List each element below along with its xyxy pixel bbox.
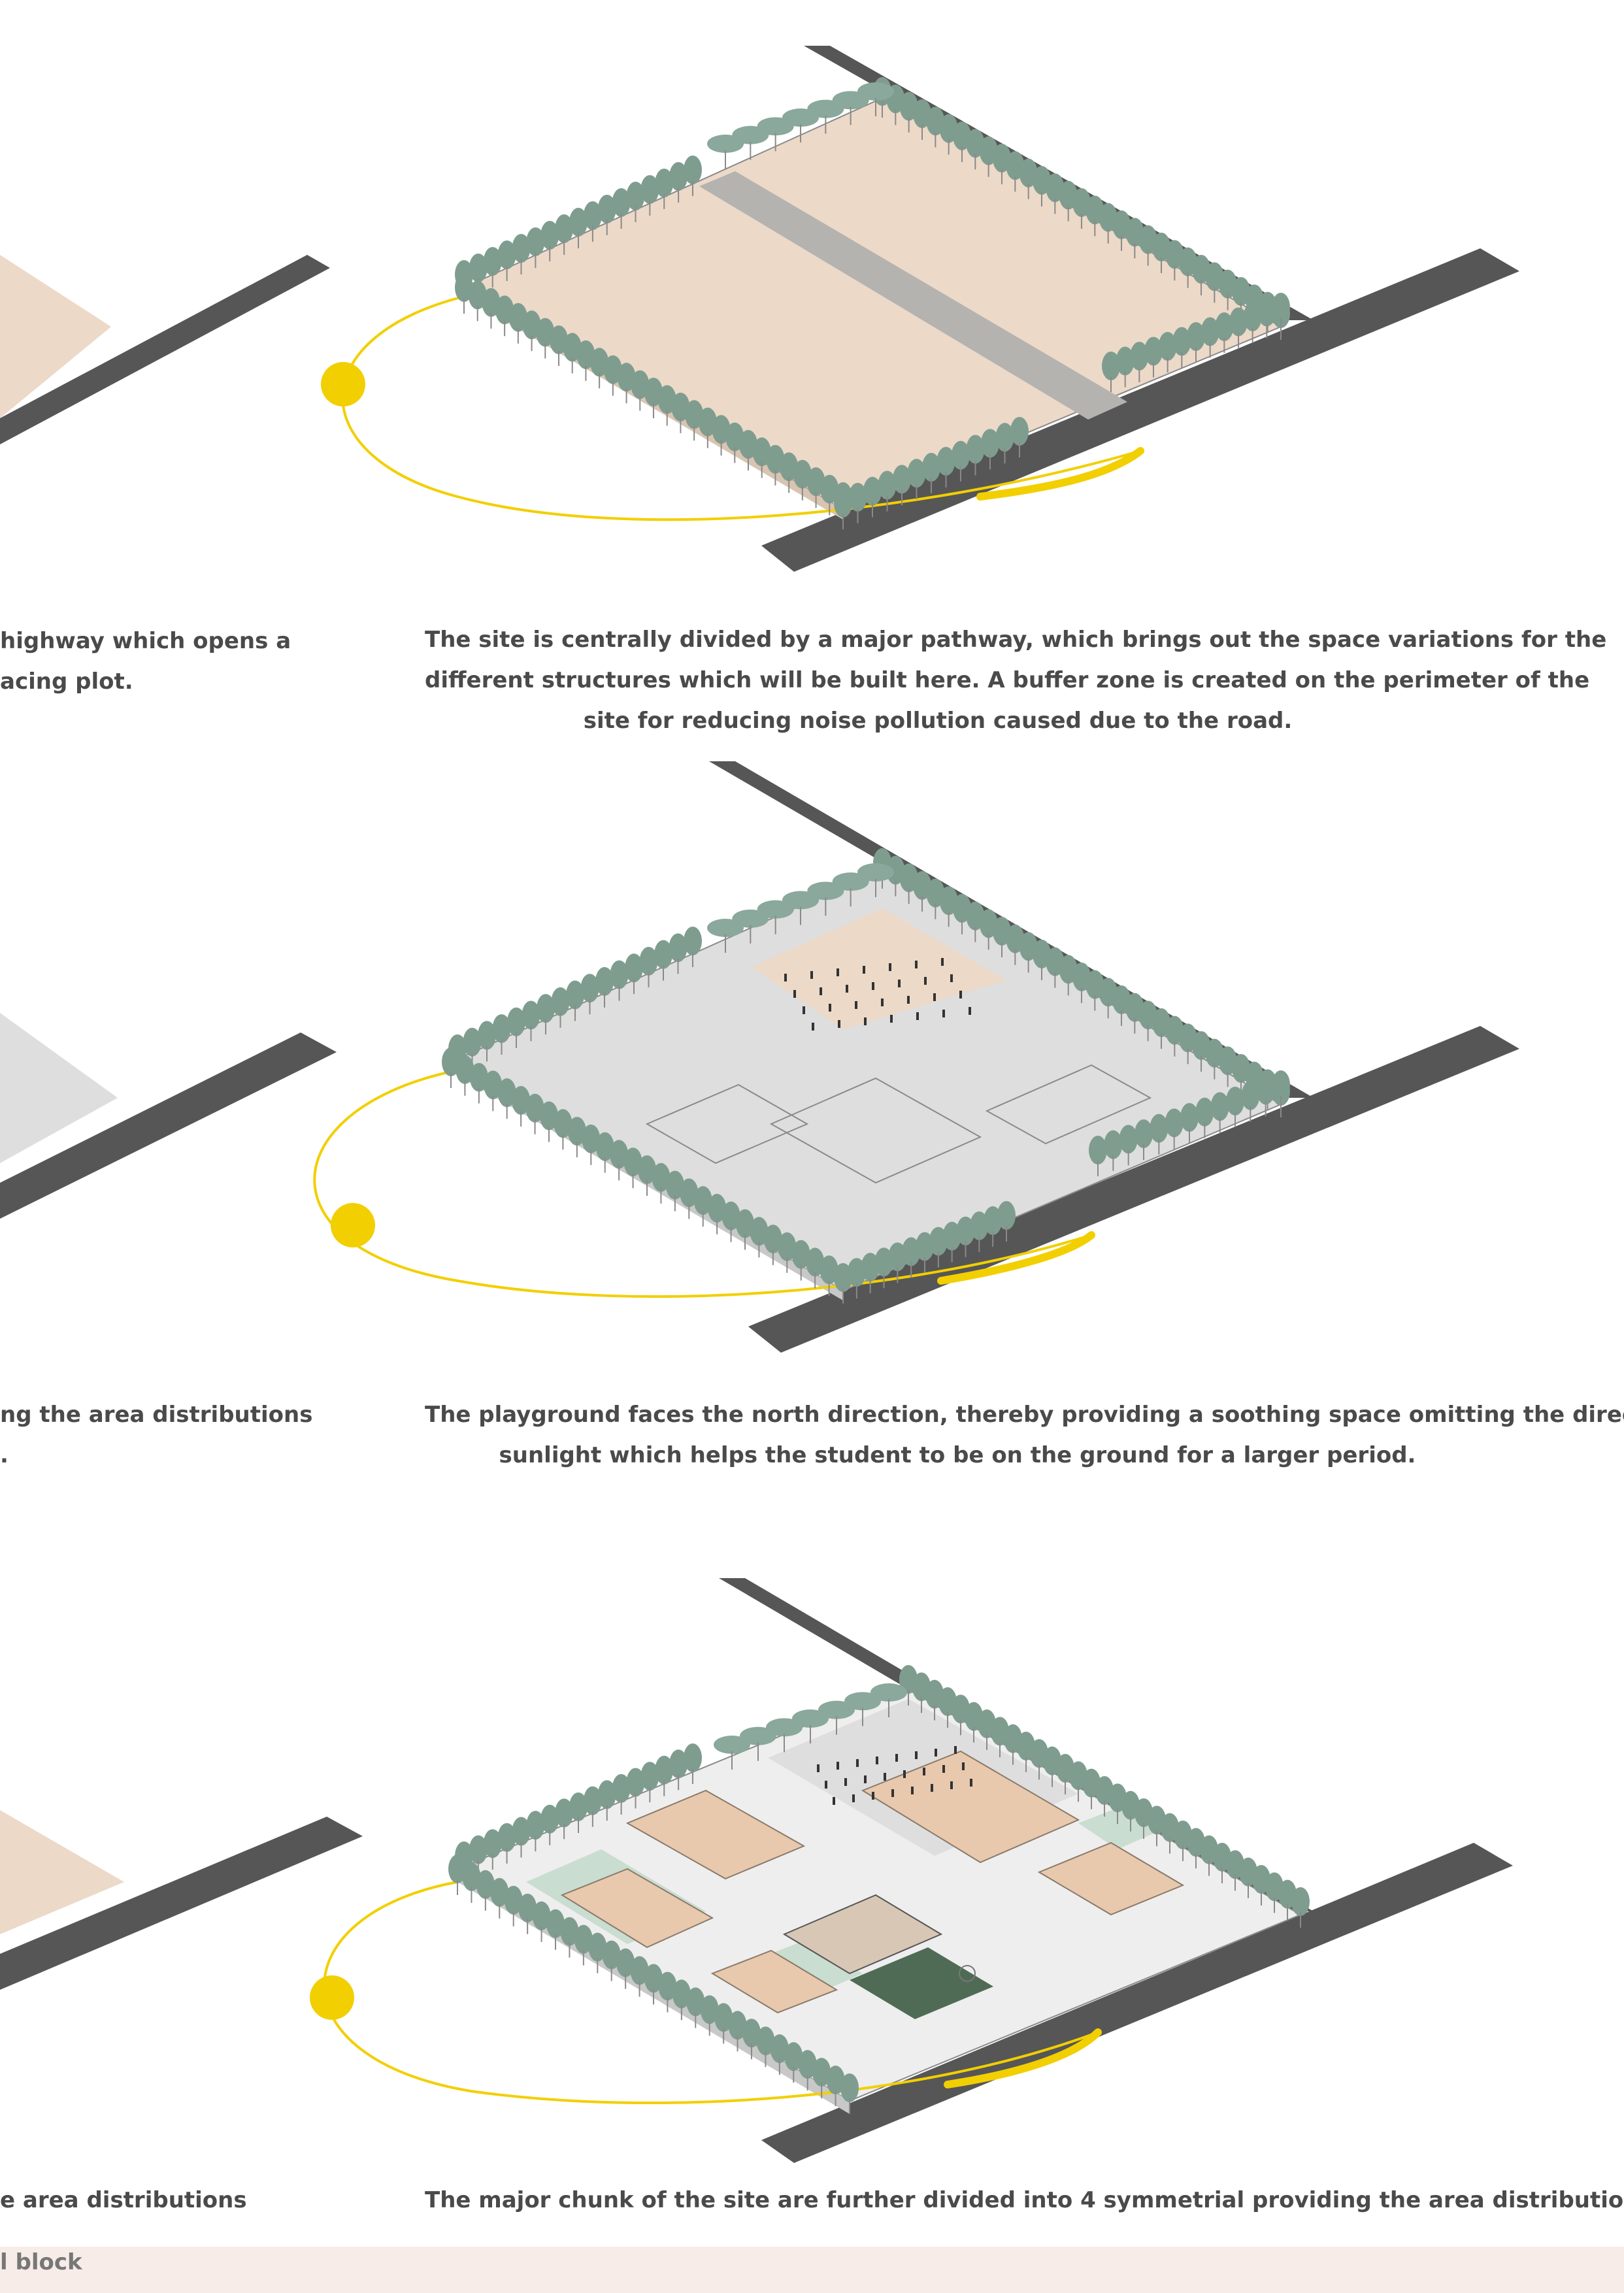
person-figure	[895, 1754, 898, 1762]
person-figure	[923, 1768, 925, 1775]
person-figure	[803, 1006, 805, 1014]
person-figure	[916, 1012, 919, 1020]
row1-main-caption: The site is centrally divided by a major…	[425, 619, 1607, 741]
person-figure	[915, 961, 918, 968]
person-figure	[935, 1749, 937, 1757]
person-figure	[959, 991, 962, 998]
person-figure	[825, 1781, 827, 1789]
caption-line: acing plot.	[0, 668, 133, 695]
person-figure	[876, 1757, 878, 1764]
person-figure	[924, 977, 927, 985]
person-figure	[969, 1007, 971, 1015]
caption-line: sunlight which helps the student to be o…	[499, 1442, 1416, 1468]
row2-site-plot	[313, 761, 1519, 1353]
person-figure	[889, 963, 891, 971]
footer-band	[0, 2247, 1624, 2293]
sun-icon	[321, 362, 365, 406]
person-figure	[890, 1015, 893, 1023]
person-figure	[833, 1797, 835, 1805]
row1-left-caption: highway which opens a acing plot.	[0, 621, 291, 702]
person-figure	[810, 971, 813, 979]
person-figure	[863, 966, 865, 974]
person-figure	[891, 1789, 894, 1797]
person-figure	[942, 1765, 945, 1773]
person-figure	[872, 1792, 874, 1800]
person-figure	[907, 996, 910, 1004]
person-figure	[817, 1764, 820, 1772]
row3-people-figures	[817, 1746, 972, 1805]
caption-line: different structures which will be built…	[425, 667, 1590, 693]
person-figure	[864, 1775, 867, 1783]
row3-left-partial-site	[0, 1810, 363, 1990]
person-figure	[837, 968, 839, 976]
person-figure	[933, 993, 936, 1001]
caption-line: The major chunk of the site are further …	[425, 2187, 1624, 2213]
caption-line: highway which opens a	[0, 628, 291, 654]
person-figure	[872, 982, 874, 990]
caption-line: .	[0, 1442, 8, 1468]
person-figure	[856, 1759, 859, 1767]
person-figure	[931, 1784, 933, 1792]
building-block	[560, 1868, 714, 1949]
person-figure	[950, 974, 953, 982]
caption-line: The playground faces the north direction…	[425, 1402, 1624, 1428]
person-figure	[784, 974, 787, 982]
building-block	[625, 1789, 806, 1880]
person-figure	[837, 1762, 839, 1770]
row2-main-caption: The playground faces the north direction…	[425, 1394, 1624, 1476]
building-block	[861, 1750, 1080, 1864]
person-figure	[793, 990, 796, 998]
caption-line: e area distributions	[0, 2187, 247, 2213]
person-figure	[852, 1794, 855, 1802]
person-figure	[820, 987, 822, 995]
row1-left-partial-site	[0, 255, 330, 444]
person-figure	[838, 1020, 840, 1028]
footer-label: l block	[0, 2249, 82, 2275]
person-figure	[846, 985, 848, 993]
row3-main-caption: The major chunk of the site are further …	[425, 2180, 1624, 2220]
person-figure	[915, 1751, 918, 1759]
row2-people-figures	[784, 958, 971, 1031]
sun-icon	[310, 1975, 354, 2020]
person-figure	[884, 1773, 886, 1781]
person-figure	[864, 1017, 867, 1025]
person-figure	[812, 1023, 814, 1031]
person-figure	[950, 1781, 953, 1789]
building-block	[710, 1949, 838, 2014]
person-figure	[881, 998, 884, 1006]
person-figure	[844, 1778, 847, 1786]
caption-line: The site is centrally divided by a major…	[425, 627, 1607, 653]
person-figure	[942, 1010, 945, 1017]
row3-left-caption: e area distributions	[0, 2180, 247, 2220]
person-figure	[911, 1787, 914, 1794]
sun-icon	[331, 1203, 375, 1247]
row2-left-caption: ng the area distributions .	[0, 1394, 312, 1476]
caption-line: site for reducing noise pollution caused…	[583, 708, 1293, 734]
caption-line: ng the area distributions	[0, 1402, 313, 1428]
person-figure	[962, 1762, 965, 1770]
row2-left-partial-site	[0, 1013, 337, 1219]
person-figure	[829, 1004, 831, 1012]
person-figure	[970, 1779, 972, 1787]
person-figure	[941, 958, 944, 966]
person-figure	[903, 1770, 906, 1778]
person-figure	[855, 1001, 857, 1009]
building-block	[1037, 1841, 1185, 1916]
person-figure	[898, 980, 901, 987]
person-figure	[954, 1746, 957, 1754]
